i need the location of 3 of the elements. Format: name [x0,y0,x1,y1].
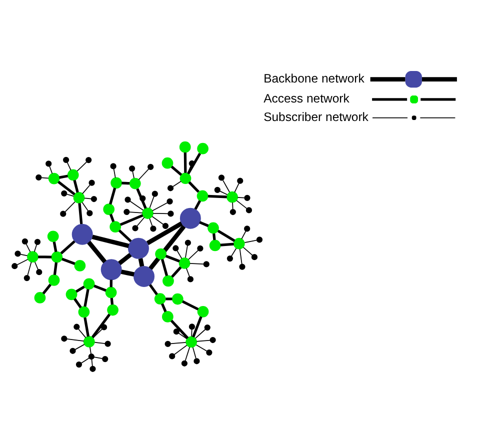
legend-label: Backbone network [264,71,364,86]
legend-label: Subscriber network [264,110,368,124]
legend-label: Access network [264,92,350,106]
